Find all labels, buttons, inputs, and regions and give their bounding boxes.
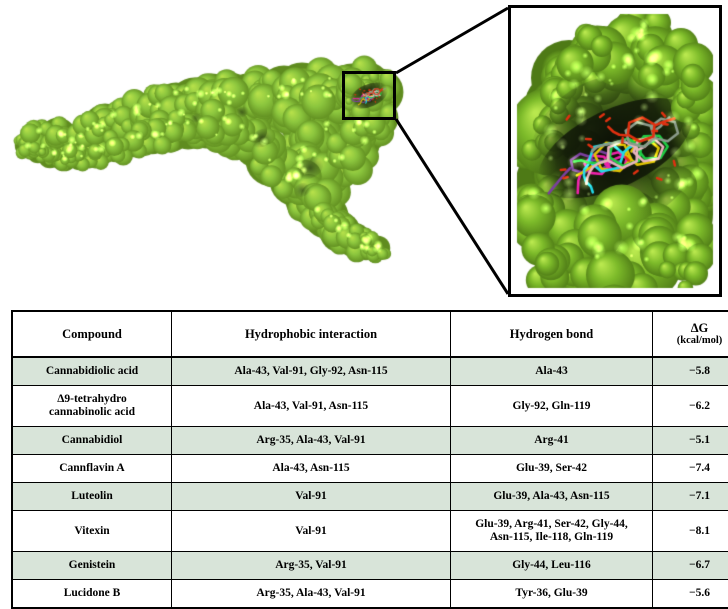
cell-hydrogen-bond: Tyr-36, Glu-39 [451, 580, 653, 609]
cell-hydrogen-bond: Arg-41 [451, 427, 653, 455]
cell-hydrophobic-interaction: Ala-43, Asn-115 [172, 455, 451, 483]
cell-delta-g: −5.6 [653, 580, 728, 609]
header-delta-g-units: (kcal/mol) [656, 335, 728, 347]
cell-compound: Cannabidiolic acid [12, 357, 172, 386]
table-header: Compound Hydrophobic interaction Hydroge… [12, 311, 728, 357]
cell-hydrogen-bond: Glu-39, Ala-43, Asn-115 [451, 483, 653, 511]
cell-compound: Vitexin [12, 511, 172, 552]
cell-delta-g: −5.1 [653, 427, 728, 455]
cell-compound: Cannflavin A [12, 455, 172, 483]
cell-hydrophobic-interaction: Arg-35, Ala-43, Val-91 [172, 580, 451, 609]
header-delta-g-symbol: ΔG [656, 321, 728, 335]
cell-delta-g: −7.1 [653, 483, 728, 511]
molecular-docking-figure [0, 0, 728, 302]
docking-results-table: Compound Hydrophobic interaction Hydroge… [11, 310, 728, 609]
cell-delta-g: −8.1 [653, 511, 728, 552]
binding-pocket-canvas [511, 8, 719, 294]
cell-hydrogen-bond: Ala-43 [451, 357, 653, 386]
cell-hydrophobic-interaction: Ala-43, Val-91, Gly-92, Asn-115 [172, 357, 451, 386]
binding-site-highlight-box [342, 71, 396, 120]
cell-hydrogen-bond: Glu-39, Arg-41, Ser-42, Gly-44,Asn-115, … [451, 511, 653, 552]
binding-site-mini-canvas [345, 74, 393, 117]
cell-hydrophobic-interaction: Arg-35, Ala-43, Val-91 [172, 427, 451, 455]
table-header-row: Compound Hydrophobic interaction Hydroge… [12, 311, 728, 357]
cell-delta-g: −6.2 [653, 386, 728, 427]
cell-compound: Luteolin [12, 483, 172, 511]
cell-delta-g: −5.8 [653, 357, 728, 386]
header-delta-g: ΔG (kcal/mol) [653, 311, 728, 357]
header-compound: Compound [12, 311, 172, 357]
cell-compound: Lucidone B [12, 580, 172, 609]
cell-hydrogen-bond: Gly-92, Gln-119 [451, 386, 653, 427]
cell-hydrophobic-interaction: Val-91 [172, 483, 451, 511]
cell-hydrophobic-interaction: Val-91 [172, 511, 451, 552]
header-hydrophobic-interaction: Hydrophobic interaction [172, 311, 451, 357]
cell-compound: Cannabidiol [12, 427, 172, 455]
cell-hydrogen-bond: Glu-39, Ser-42 [451, 455, 653, 483]
cell-delta-g: −7.4 [653, 455, 728, 483]
binding-pocket-zoom-panel [508, 5, 722, 297]
header-hydrogen-bond: Hydrogen bond [451, 311, 653, 357]
cell-hydrophobic-interaction: Ala-43, Val-91, Asn-115 [172, 386, 451, 427]
